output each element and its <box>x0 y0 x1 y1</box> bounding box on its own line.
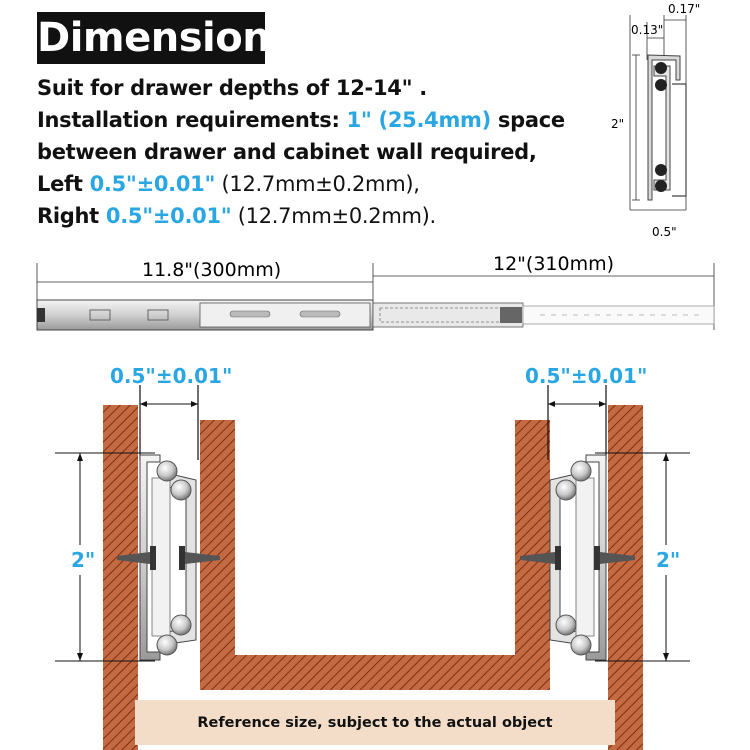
right-cabinet-wall <box>608 405 643 750</box>
info-line-3: between drawer and cabinet wall required… <box>37 140 537 164</box>
slide-side-view <box>36 263 715 331</box>
installation-diagram <box>55 385 690 750</box>
right-gap-label: 0.5"±0.01" <box>525 364 647 388</box>
cross-height: 2" <box>611 117 624 131</box>
right-slide-profile <box>549 454 607 661</box>
left-height-label: 2" <box>71 548 95 572</box>
reference-caption: Reference size, subject to the actual ob… <box>140 711 610 735</box>
info-line-1: Suit for drawer depths of 12-14" . <box>37 76 427 100</box>
info-line-4: Left 0.5"±0.01" (12.7mm±0.2mm), <box>37 172 420 196</box>
left-screws <box>117 546 220 570</box>
drawer-box <box>200 420 550 690</box>
cross-inner-width: 0.13" <box>631 23 663 37</box>
left-gap-label: 0.5"±0.01" <box>110 364 232 388</box>
installation-info: Suit for drawer depths of 12-14" . Insta… <box>37 72 597 232</box>
info-line-5: Right 0.5"±0.01" (12.7mm±0.2mm). <box>37 204 436 228</box>
left-slide-profile <box>139 454 197 661</box>
cross-top-width: 0.17" <box>668 2 700 16</box>
info-line-2: Installation requirements: 1" (25.4mm) s… <box>37 108 565 132</box>
slide-closed-length: 11.8"(300mm) <box>142 259 281 281</box>
right-height-label: 2" <box>656 548 680 572</box>
left-cabinet-wall <box>103 405 138 750</box>
cross-section-diagram <box>629 15 687 211</box>
cross-bottom-width: 0.5" <box>652 225 677 239</box>
right-screws <box>520 546 635 570</box>
slide-extension-length: 12"(310mm) <box>493 253 614 275</box>
right-tolerance: 0.5"±0.01" <box>105 204 232 228</box>
page-title: Dimension <box>37 12 271 64</box>
left-tolerance: 0.5"±0.01" <box>89 172 216 196</box>
space-requirement: 1" (25.4mm) <box>346 108 492 132</box>
